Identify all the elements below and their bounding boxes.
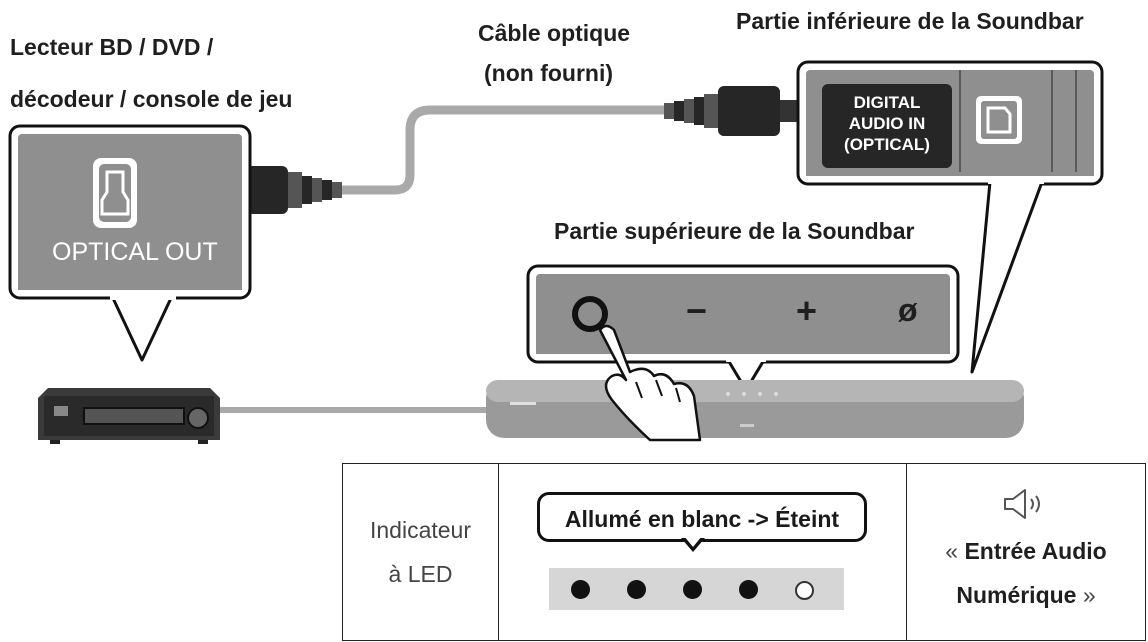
open-quote: « <box>945 538 965 564</box>
digital-audio-in-line1: DIGITAL <box>853 93 921 112</box>
message-line2: Numérique » <box>907 573 1145 617</box>
optical-out-label: OPTICAL OUT <box>52 238 218 266</box>
soundbar <box>486 380 1024 438</box>
indicator-label-line1: Indicateur <box>369 517 471 543</box>
minus-button: − <box>686 290 708 331</box>
message-text-1: Entrée Audio <box>964 538 1107 564</box>
led-2 <box>627 580 646 599</box>
soundbar-bottom-label: Partie inférieure de la Soundbar <box>736 8 1084 34</box>
source-device-label-line1: Lecteur BD / DVD / <box>10 34 214 60</box>
indicator-label-cell: Indicateur à LED <box>342 463 499 641</box>
optical-plug-right <box>664 86 808 136</box>
close-quote: » <box>1076 582 1096 608</box>
speaker-sound-icon <box>1004 489 1040 519</box>
indicator-label-line2: à LED <box>388 561 453 587</box>
cable-label-line2: (non fourni) <box>484 60 614 86</box>
message-text-2: Numérique <box>956 582 1077 608</box>
optical-port-icon-left <box>93 158 137 228</box>
soundbar-top-label: Partie supérieure de la Soundbar <box>554 218 915 244</box>
led-display-cell: Allumé en blanc -> Éteint <box>498 463 907 641</box>
optical-cable <box>335 105 675 195</box>
plus-button: + <box>796 290 818 331</box>
led-4 <box>739 580 758 599</box>
soundbar-bottom-callout <box>796 60 1104 374</box>
message-cell: « Entrée Audio Numérique » <box>906 463 1146 641</box>
optical-port-icon-right <box>976 96 1022 144</box>
led-status-callout: Allumé en blanc -> Éteint <box>537 492 867 542</box>
led-3 <box>683 580 702 599</box>
soundbar-top-callout <box>526 264 960 392</box>
cable-label-line1: Câble optique <box>478 20 631 46</box>
message-line1: « Entrée Audio <box>907 529 1145 573</box>
callout-tail-inner <box>684 536 702 547</box>
led-1 <box>571 580 590 599</box>
source-device <box>38 388 220 444</box>
led-5 <box>795 581 814 600</box>
source-device-label-line2: décodeur / console de jeu <box>10 86 293 112</box>
digital-audio-in-line3: (OPTICAL) <box>844 135 930 154</box>
led-indicator-table: Indicateur à LED Allumé en blanc -> Étei… <box>342 463 1146 641</box>
power-button-icon <box>572 296 608 332</box>
digital-audio-in-line2: AUDIO IN <box>848 114 926 133</box>
mic-off-button: ø <box>898 292 918 328</box>
led-strip <box>549 568 844 610</box>
hand-icon <box>598 324 702 442</box>
